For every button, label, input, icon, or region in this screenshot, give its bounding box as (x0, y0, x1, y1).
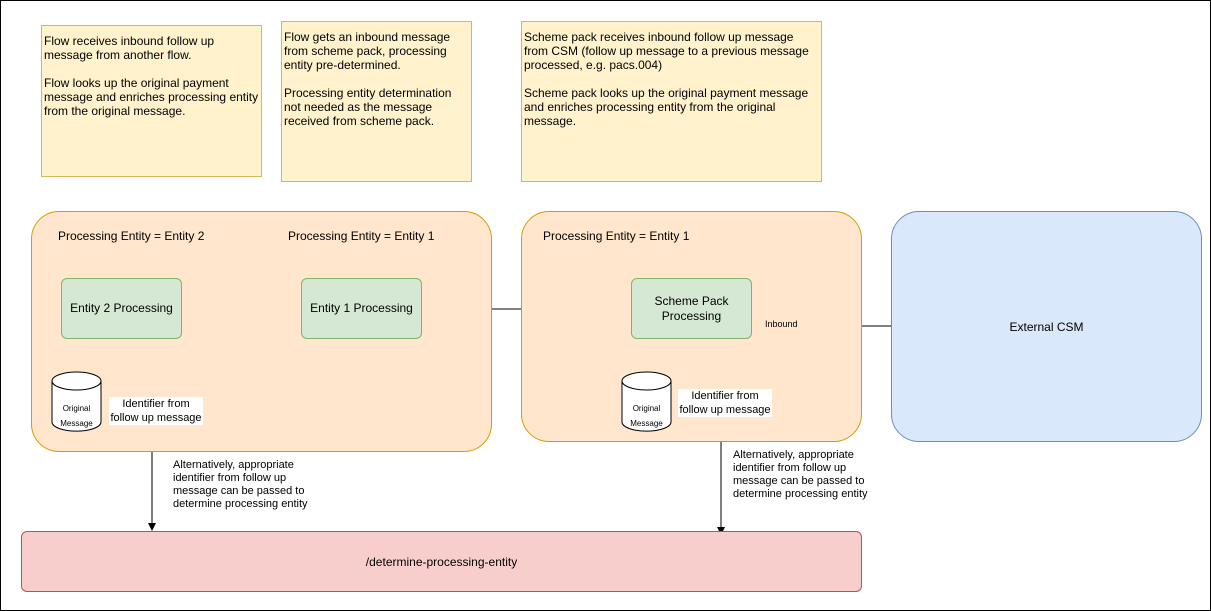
external-csm[interactable]: External CSM (891, 211, 1202, 442)
original-message-db-right[interactable]: Original Message (621, 371, 672, 432)
inbound-label: Inbound (765, 319, 798, 329)
original-message-label: Original Message (60, 404, 93, 428)
alternative-label-left: Alternatively, appropriate identifier fr… (173, 459, 308, 510)
identifier-label-left: Identifier from follow up message (109, 397, 203, 425)
original-message-label: Original Message (630, 404, 663, 428)
entity-2-processing[interactable]: Entity 2 Processing (61, 278, 182, 339)
database-icon (51, 371, 102, 432)
note-flow-scheme: Flow gets an inbound message from scheme… (281, 21, 472, 182)
identifier-label-right: Identifier from follow up message (678, 389, 772, 417)
note-scheme-pack: Scheme pack receives inbound follow up m… (521, 21, 822, 182)
scheme-pack-processing[interactable]: Scheme Pack Processing (631, 278, 752, 339)
entity-1-processing[interactable]: Entity 1 Processing (301, 278, 422, 339)
determine-processing-entity-endpoint[interactable]: /determine-processing-entity (21, 531, 862, 592)
group-label-entity-2: Processing Entity = Entity 2 (58, 229, 205, 243)
original-message-db-left[interactable]: Original Message (51, 371, 102, 432)
database-icon (621, 371, 672, 432)
alternative-label-right: Alternatively, appropriate identifier fr… (733, 449, 868, 500)
group-label-entity-1: Processing Entity = Entity 1 (288, 229, 435, 243)
scheme-group-label-entity-1: Processing Entity = Entity 1 (543, 229, 690, 243)
note-flow-followup: Flow receives inbound follow up message … (41, 25, 262, 177)
